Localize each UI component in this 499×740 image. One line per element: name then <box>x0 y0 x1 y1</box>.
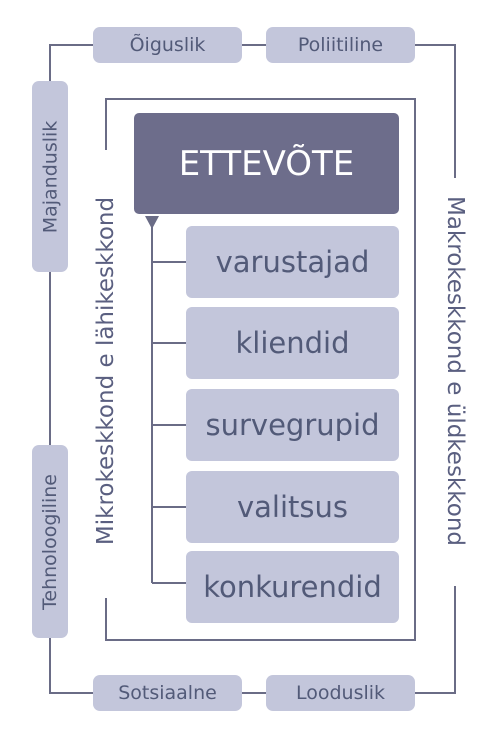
item-valitsus: valitsus <box>186 471 399 543</box>
chip-looduslik: Looduslik <box>266 675 415 711</box>
outer-frame-top-left <box>49 44 93 81</box>
chip-majanduslik: Majanduslik <box>32 81 68 272</box>
item-survegrupid: survegrupid <box>186 389 399 461</box>
chip-tehnoloogiline: Tehnoloogiline <box>32 445 68 638</box>
chip-oiguslik: Õiguslik <box>93 27 242 63</box>
chip-majanduslik-label: Majanduslik <box>39 120 61 233</box>
inner-frame <box>105 98 416 641</box>
chip-tehnoloogiline-label: Tehnoloogiline <box>39 473 61 610</box>
chip-sotsiaalne: Sotsiaalne <box>93 675 242 711</box>
connector-arrowhead <box>145 216 159 229</box>
outer-frame-bottom-left <box>49 638 93 694</box>
outer-frame-bottom-right <box>415 586 456 694</box>
connector-branches <box>152 261 186 584</box>
outer-frame-top-right <box>415 44 456 178</box>
core-company-box: ETTEVÕTE <box>134 113 399 214</box>
item-varustajad: varustajad <box>186 226 399 298</box>
item-kliendid: kliendid <box>186 307 399 379</box>
item-konkurendid: konkurendid <box>186 551 399 623</box>
chip-poliitiline: Poliitiline <box>266 27 415 63</box>
